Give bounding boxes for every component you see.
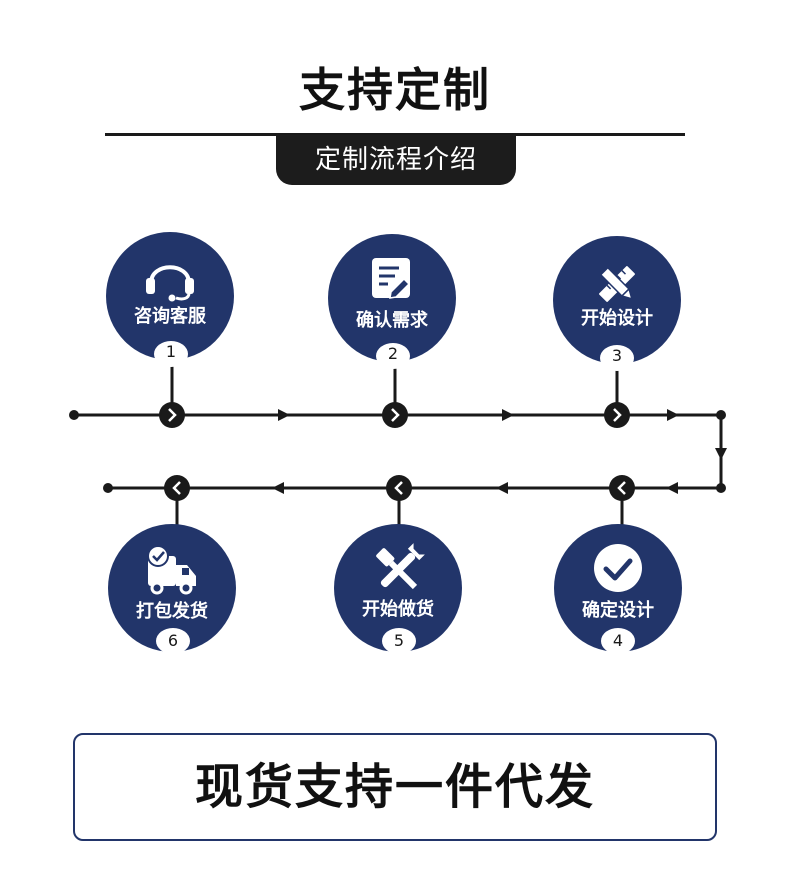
arrow-left-icon xyxy=(496,482,508,494)
chevron-left-icon xyxy=(394,481,403,495)
step-number-5: 5 xyxy=(393,631,405,650)
number-tab-2 xyxy=(376,343,410,369)
top-chevron-nodes xyxy=(159,402,630,428)
ruler-pencil-icon xyxy=(599,266,635,302)
number-tab-4 xyxy=(601,628,635,654)
chevron-left-icon xyxy=(617,481,626,495)
corner-dot-bottom xyxy=(716,483,726,493)
arrow-left-icon xyxy=(272,482,284,494)
number-tab-6 xyxy=(156,628,190,654)
headset-icon xyxy=(146,265,194,302)
step-circle-6 xyxy=(108,524,236,652)
chevron-node xyxy=(604,402,630,428)
step-number-4: 4 xyxy=(612,631,624,650)
chevron-right-icon xyxy=(613,408,622,422)
chevron-node xyxy=(609,475,635,501)
arrow-right-icon xyxy=(667,409,679,421)
chevron-node xyxy=(386,475,412,501)
wrench-screwdriver-icon xyxy=(376,543,425,590)
arrow-down-icon xyxy=(715,448,727,460)
number-tab-1 xyxy=(154,341,188,367)
step-label-3: 开始设计 xyxy=(581,308,653,329)
footer-banner: 现货支持一件代发 xyxy=(73,733,717,841)
step-circle-3 xyxy=(553,236,681,364)
delivery-truck-icon xyxy=(147,545,196,595)
chevron-right-icon xyxy=(168,408,177,422)
chevron-left-icon xyxy=(172,481,181,495)
start-dot xyxy=(69,410,79,420)
document-edit-icon xyxy=(372,258,411,299)
subtitle-banner: 定制流程介绍 xyxy=(276,135,516,185)
corner-dot-top xyxy=(716,410,726,420)
number-tab-3 xyxy=(600,345,634,371)
arrow-right-icon xyxy=(278,409,290,421)
title-divider xyxy=(105,133,685,136)
chevron-node xyxy=(382,402,408,428)
step-label-5: 开始做货 xyxy=(362,599,434,620)
bottom-chevron-nodes xyxy=(164,475,635,501)
step-number-3: 3 xyxy=(611,346,623,365)
chevron-right-icon xyxy=(391,408,400,422)
number-tab-5 xyxy=(382,628,416,654)
chevron-node xyxy=(159,402,185,428)
step-label-2: 确认需求 xyxy=(356,310,428,331)
step-number-6: 6 xyxy=(167,631,179,650)
step-label-4: 确定设计 xyxy=(582,600,654,621)
step-number-1: 1 xyxy=(165,342,177,361)
chevron-node xyxy=(164,475,190,501)
end-dot xyxy=(103,483,113,493)
checkmark-icon xyxy=(594,544,642,592)
step-circle-5 xyxy=(334,524,462,652)
page-title: 支持定制 xyxy=(299,63,491,117)
arrow-left-icon xyxy=(666,482,678,494)
step-label-1: 咨询客服 xyxy=(134,306,206,327)
arrow-right-icon xyxy=(502,409,514,421)
step-label-6: 打包发货 xyxy=(136,601,208,622)
step-number-2: 2 xyxy=(387,344,399,363)
